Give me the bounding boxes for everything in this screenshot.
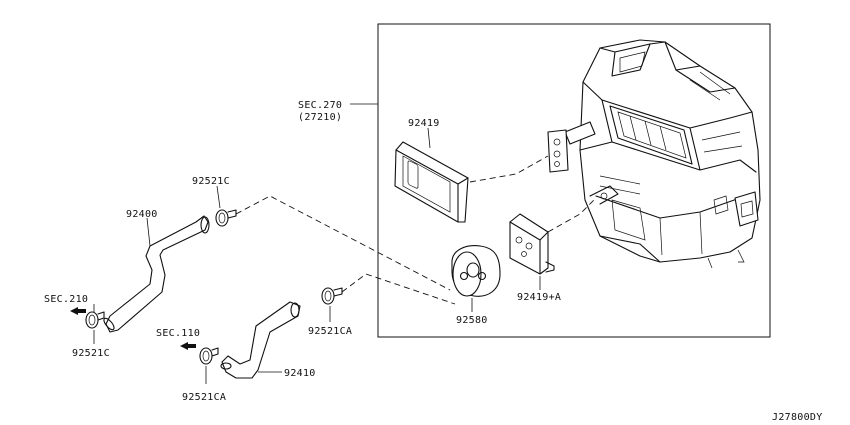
sec270-label: SEC.270 [298, 100, 342, 111]
part-92410-label: 92410 [284, 368, 316, 379]
part-92521ca-right-label: 92521CA [308, 326, 352, 337]
leader-lines [93, 103, 541, 384]
clamp-92521ca-right [321, 287, 343, 305]
part-92521ca-bottom-label: 92521CA [182, 392, 226, 403]
part-92419-label: 92419 [408, 118, 440, 129]
diagram-code-label: J27800DY [772, 412, 823, 423]
sec110-label: SEC.110 [156, 328, 200, 339]
arrow-sec210-icon [70, 307, 86, 315]
part-92521c-bottom-label: 92521C [72, 348, 110, 359]
hose-92410 [220, 301, 301, 379]
clamp-92521c-bottom [85, 311, 105, 329]
bracket-92419a [509, 213, 555, 275]
unit-boundary-box [377, 23, 771, 338]
connection-lines [235, 155, 595, 305]
part-92419a-label: 92419+A [517, 292, 561, 303]
part-92521c-top-label: 92521C [192, 176, 230, 187]
clamp-92521ca-bottom [199, 347, 219, 365]
grommet-92580 [451, 245, 501, 297]
arrow-sec110-icon [180, 342, 196, 350]
sec270-sub-label: (27210) [298, 112, 342, 123]
part-92400-label: 92400 [126, 209, 158, 220]
filter-92419 [394, 141, 469, 223]
heater-cooling-unit [547, 39, 761, 269]
clamp-92521c-top [215, 209, 237, 227]
part-92580-label: 92580 [456, 315, 488, 326]
hose-92400 [103, 215, 210, 333]
sec210-label: SEC.210 [44, 294, 88, 305]
